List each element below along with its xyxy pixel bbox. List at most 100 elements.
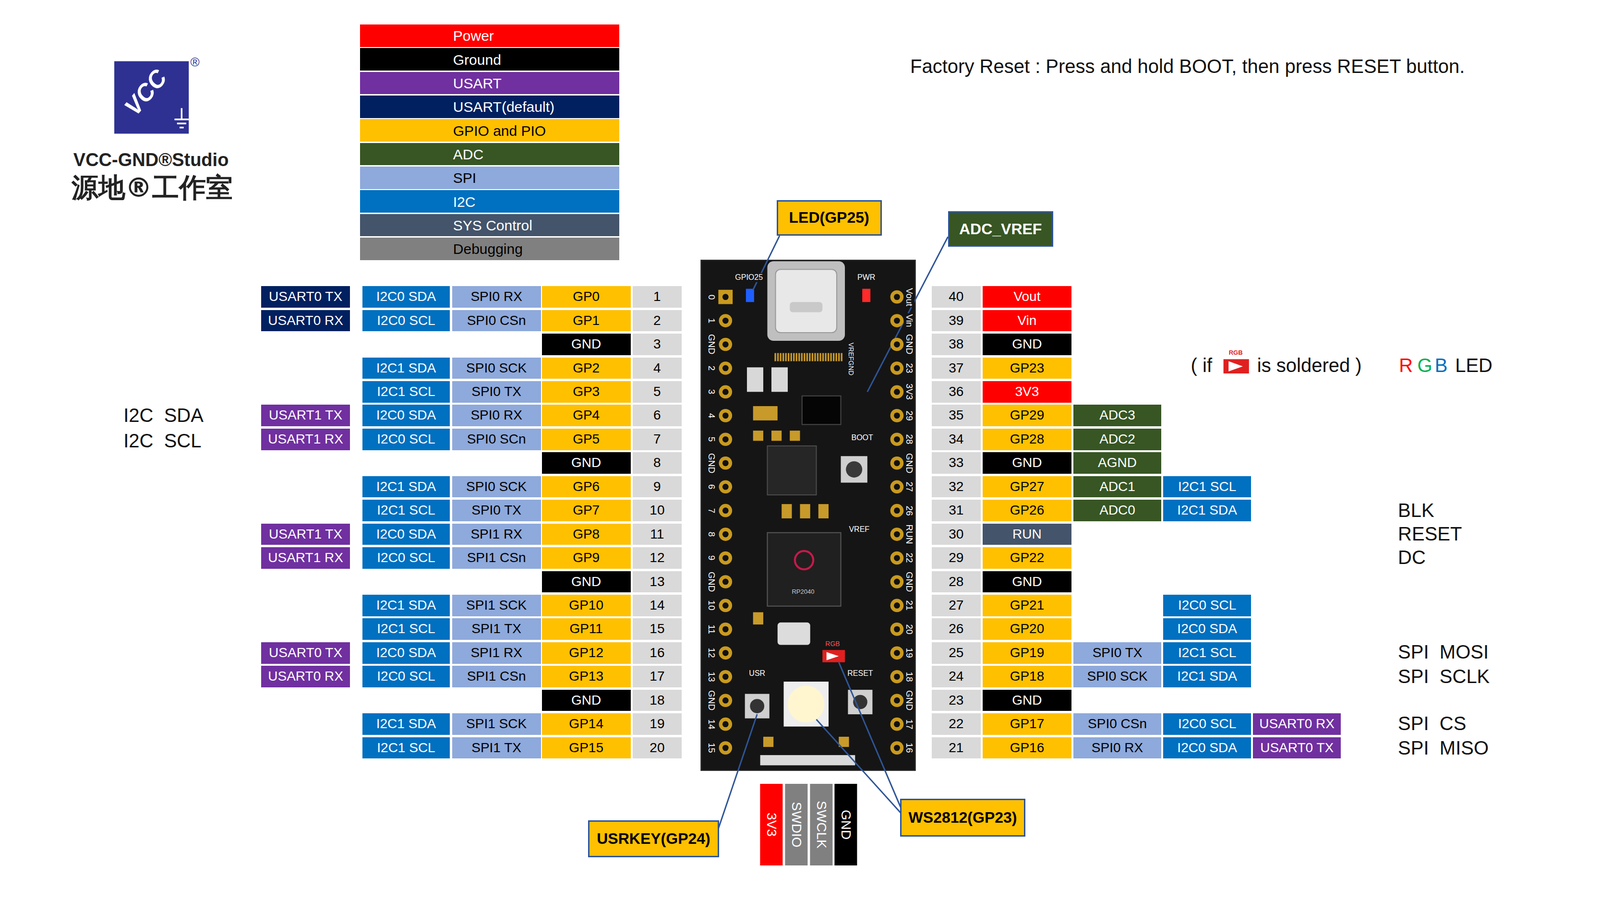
pin-pad — [890, 290, 904, 304]
i2c-cell: I2C1 SDA — [362, 713, 451, 735]
silkscreen-label: GND — [706, 452, 717, 475]
spi-cell: SPI1 CSn — [452, 547, 542, 569]
pin-number: 25 — [931, 642, 981, 664]
silkscreen-label: 9 — [706, 554, 717, 562]
note-text: ( if — [1190, 354, 1213, 377]
pin-number: 19 — [632, 713, 682, 735]
sys-control-cell: RUN — [982, 523, 1072, 546]
pin-number: 30 — [931, 523, 981, 546]
pin-number: 33 — [931, 452, 981, 474]
silkscreen-label: 27 — [903, 481, 915, 494]
i2c-cell: I2C1 SDA — [1163, 499, 1252, 522]
usart-default-cell: USART0 RX — [261, 310, 350, 332]
rgb-letter: R — [1398, 354, 1413, 377]
usb-contact — [774, 353, 776, 362]
pin-number: 27 — [931, 594, 981, 617]
legend-text: Ground — [453, 51, 502, 68]
gpio-cell: GP22 — [982, 547, 1072, 569]
pin-pad — [719, 622, 733, 637]
usb-contact — [841, 353, 843, 362]
gpio-cell: GP21 — [982, 594, 1072, 617]
silkscreen-label: 18 — [903, 670, 915, 683]
pin-hole — [722, 673, 729, 680]
pin-number: 32 — [931, 476, 981, 498]
logo-letters: VCC — [119, 64, 173, 122]
spi-cell: SPI0 RX — [1073, 737, 1162, 759]
silkscreen-label: RESET — [846, 669, 874, 678]
pin-hole — [893, 578, 901, 586]
usb-contact — [801, 353, 803, 362]
silkscreen-label: 15 — [706, 741, 717, 754]
usb-contact — [830, 353, 832, 362]
pin-number: 39 — [931, 310, 981, 332]
pin-pad — [719, 313, 733, 328]
pin-hole — [722, 578, 729, 586]
capacitor — [781, 504, 792, 519]
pin-number: 18 — [632, 689, 682, 712]
usart-cell: USART0 RX — [1252, 713, 1341, 735]
silkscreen-label: 2 — [706, 364, 717, 373]
i2c-cell: I2C1 SCL — [362, 618, 451, 640]
usb-contact — [779, 353, 782, 362]
silkscreen-label: 21 — [903, 599, 915, 612]
spi-cell: SPI0 CSn — [1073, 713, 1162, 735]
usart-cell: USART1 TX — [261, 404, 350, 427]
silkscreen-label: 7 — [706, 506, 717, 515]
rp2040-chip — [767, 532, 841, 607]
usb-c-opening — [775, 269, 837, 333]
i2c-cell: I2C1 SCL — [1163, 642, 1252, 664]
pin-number: 37 — [931, 357, 981, 380]
gpio-cell: GP11 — [541, 618, 631, 640]
legend-text: SYS Control — [453, 216, 533, 233]
silkscreen-label: 19 — [903, 647, 915, 660]
gpio-cell: GP16 — [982, 737, 1072, 759]
gpio-cell: GP6 — [541, 476, 631, 498]
gpio-cell: GP17 — [982, 713, 1072, 735]
pin-number: 12 — [632, 547, 682, 569]
pin-number: 14 — [632, 594, 682, 617]
pin-hole — [722, 649, 729, 657]
usart-cell: USART0 RX — [261, 665, 350, 688]
pin-number: 29 — [931, 547, 981, 569]
gpio-cell: GP4 — [541, 404, 631, 427]
pin-number: 34 — [931, 428, 981, 451]
spi-cell: SPI0 RX — [452, 404, 542, 427]
pin-number: 3 — [632, 333, 682, 356]
adc-cell: ADC0 — [1073, 499, 1162, 522]
gpio-cell: GP7 — [541, 499, 631, 522]
i2c-cell: I2C0 SCL — [362, 428, 451, 451]
legend-text: I2C — [453, 193, 476, 210]
callout-box: LED(GP25) — [776, 200, 882, 236]
ground-cell: GND — [982, 571, 1072, 593]
pin-hole — [893, 745, 901, 752]
brand-name-chinese: 源地®工作室 — [71, 172, 233, 204]
usb-contact — [832, 353, 835, 362]
callout-text: ADC_VREF — [959, 220, 1042, 238]
spi-cell: SPI0 TX — [452, 381, 542, 403]
silkscreen-label: GND — [903, 689, 915, 712]
silkscreen-label: 3 — [706, 388, 717, 396]
signal-note: BLK — [1397, 499, 1435, 522]
pin-pad — [719, 551, 733, 566]
pin-number: 21 — [931, 737, 981, 759]
spi-cell: SPI1 TX — [452, 618, 542, 640]
legend-swatch — [360, 190, 620, 213]
pin-hole — [893, 388, 901, 396]
pin-hole — [893, 341, 901, 348]
silkscreen-label: 3V3 — [903, 382, 915, 401]
pin-pad — [890, 622, 904, 637]
power-cell: Vout — [982, 286, 1072, 308]
spi-cell: SPI1 RX — [452, 642, 542, 664]
i2c-cell: I2C0 SCL — [362, 665, 451, 688]
usb-contact — [822, 353, 824, 362]
rgb-letter: G — [1417, 354, 1433, 377]
gpio-cell: GP18 — [982, 665, 1072, 688]
adc-cell: AGND — [1073, 452, 1162, 474]
pin-hole — [722, 483, 729, 491]
brand-name: VCC-GND®Studio — [73, 149, 229, 171]
gpio-cell: GP1 — [541, 310, 631, 332]
pin-pad — [719, 599, 733, 613]
ws2812-body — [783, 681, 829, 727]
pin-number: 9 — [632, 476, 682, 498]
i2c-cell: I2C0 SDA — [1163, 737, 1252, 759]
